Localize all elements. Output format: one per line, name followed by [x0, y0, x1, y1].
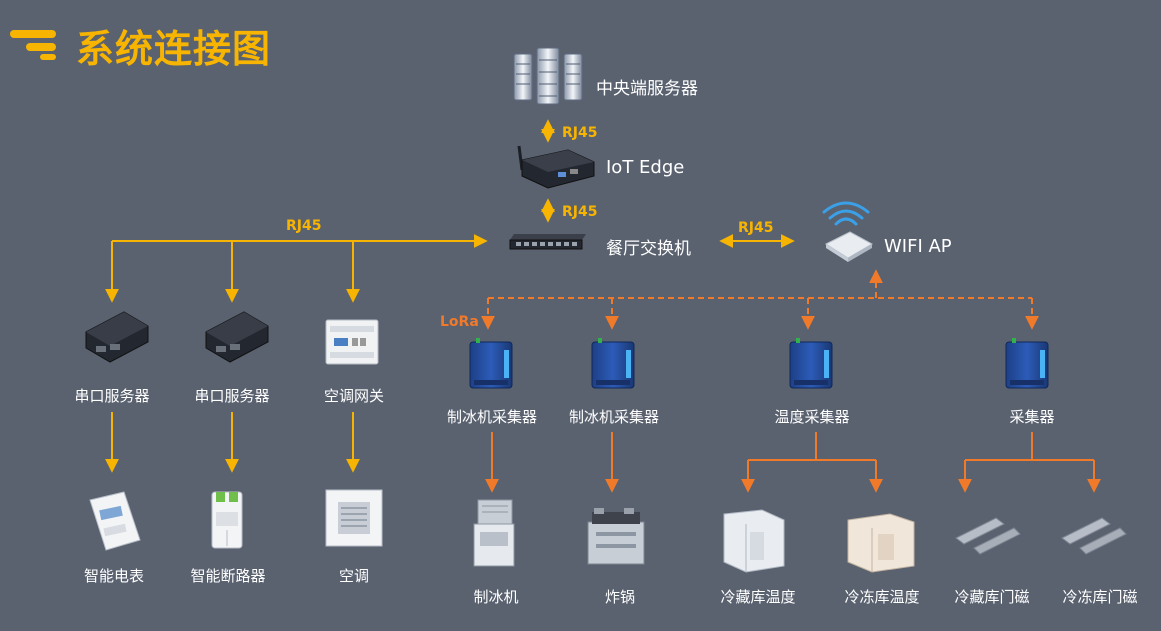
label-edge: IoT Edge [606, 157, 685, 178]
label-serial-server-1: 串口服务器 [74, 387, 150, 405]
door-sensor-icon [1061, 517, 1127, 555]
serial-server-icon [205, 311, 269, 363]
label-server: 中央端服务器 [596, 79, 698, 99]
collector-icon [591, 338, 635, 389]
ice-machine-icon [473, 499, 515, 567]
collector-icon [469, 338, 513, 389]
wired-links [105, 119, 795, 473]
collector-icon [789, 338, 833, 389]
air-conditioner-icon [325, 489, 383, 547]
page-title: 系统连接图 [76, 27, 272, 71]
logo-icon [10, 30, 56, 60]
label-serial-server-2: 串口服务器 [194, 387, 270, 405]
server-rack-icon [513, 47, 583, 105]
door-sensor-icon [955, 517, 1021, 555]
circuit-breaker-icon [211, 491, 243, 549]
fryer-icon [587, 508, 645, 565]
label-rj45-server-edge: RJ45 [562, 125, 598, 141]
label-freezer-room-door: 冷冻库门磁 [1062, 588, 1138, 606]
label-collector-4: 采集器 [1009, 408, 1055, 426]
label-ac-gateway: 空调网关 [323, 387, 385, 405]
network-switch-icon [509, 234, 586, 250]
edge-gateway-icon [517, 145, 595, 189]
wifi-ap-icon [822, 201, 874, 262]
ac-gateway-icon [325, 319, 379, 365]
lora-links [481, 269, 1039, 330]
label-collector-3: 温度采集器 [774, 408, 850, 426]
label-ice-machine: 制冰机 [473, 588, 519, 606]
label-wifi: WIFI AP [884, 236, 952, 257]
label-freezer-room-temp: 冷冻库温度 [844, 588, 920, 606]
label-cold-room-door: 冷藏库门磁 [954, 588, 1030, 606]
cold-room-icon [723, 509, 785, 573]
label-cold-room-temp: 冷藏库温度 [720, 588, 796, 606]
collector-links [485, 432, 1101, 493]
collector-icon [1005, 338, 1049, 389]
label-collector-1: 制冰机采集器 [446, 408, 538, 426]
label-rj45-switch-wifi: RJ45 [738, 220, 774, 236]
label-collector-2: 制冰机采集器 [568, 408, 660, 426]
label-rj45-left-bus: RJ45 [286, 218, 322, 234]
label-rj45-edge-switch: RJ45 [562, 204, 598, 220]
smart-meter-icon [89, 491, 141, 551]
freezer-room-icon [847, 513, 915, 573]
label-circuit-breaker: 智能断路器 [190, 567, 266, 585]
serial-server-icon [85, 311, 149, 363]
label-smart-meter: 智能电表 [83, 567, 145, 585]
label-switch: 餐厅交换机 [606, 239, 691, 259]
label-fryer: 炸锅 [604, 588, 636, 606]
label-lora: LoRa [440, 314, 479, 330]
label-air-conditioner: 空调 [338, 567, 370, 585]
